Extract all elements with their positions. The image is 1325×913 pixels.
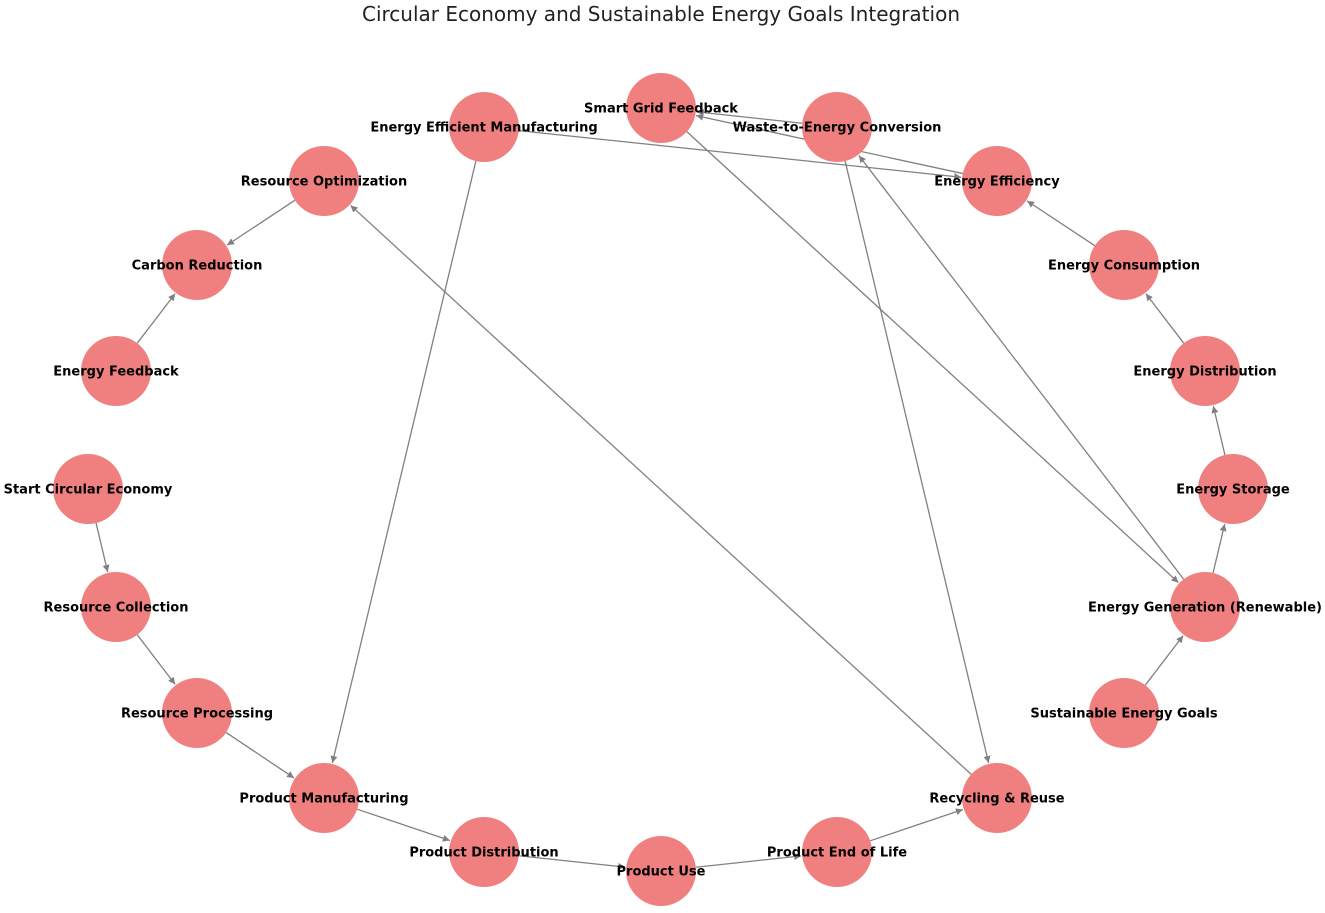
node-energy-efficiency[interactable] xyxy=(962,146,1032,216)
node-resource-collection[interactable] xyxy=(81,572,151,642)
edge-energy-generation-renewable-to-waste-to-energy-conversion xyxy=(858,155,1185,580)
node-smart-grid-feedback[interactable] xyxy=(626,73,696,143)
node-carbon-reduction[interactable] xyxy=(162,230,232,300)
node-label-carbon-reduction: Carbon Reduction xyxy=(132,259,263,274)
node-resource-optimization[interactable] xyxy=(289,146,359,216)
edge-waste-to-energy-conversion-to-smart-grid-feedback xyxy=(696,109,803,124)
edge-product-end-of-life-to-recycling-reuse xyxy=(869,808,964,842)
node-label-product-distribution: Product Distribution xyxy=(409,846,558,861)
node-label-resource-collection: Resource Collection xyxy=(44,601,189,616)
node-energy-feedback[interactable] xyxy=(81,336,151,406)
node-energy-generation-renewable[interactable] xyxy=(1170,572,1240,642)
node-label-energy-generation-renewable: Energy Generation (Renewable) xyxy=(1088,601,1322,616)
edge-resource-collection-to-resource-processing xyxy=(136,634,176,685)
node-energy-consumption[interactable] xyxy=(1089,230,1159,300)
edge-energy-storage-to-energy-distribution xyxy=(1211,405,1226,456)
node-label-energy-feedback: Energy Feedback xyxy=(53,365,179,380)
node-start-circular-economy[interactable] xyxy=(53,454,123,524)
edge-energy-distribution-to-energy-consumption xyxy=(1145,293,1185,344)
node-label-resource-optimization: Resource Optimization xyxy=(241,175,407,190)
edge-resource-processing-to-product-manufacturing xyxy=(225,731,295,779)
node-label-product-use: Product Use xyxy=(617,865,706,880)
edge-energy-generation-renewable-to-energy-storage xyxy=(1212,523,1227,574)
edge-resource-optimization-to-carbon-reduction xyxy=(226,199,296,246)
node-energy-efficient-manufacturing[interactable] xyxy=(449,92,519,162)
edge-energy-consumption-to-energy-efficiency xyxy=(1026,200,1096,247)
edge-product-manufacturing-to-product-distribution xyxy=(356,808,451,842)
node-recycling-reuse[interactable] xyxy=(962,763,1032,833)
node-label-energy-consumption: Energy Consumption xyxy=(1048,259,1200,274)
diagram-title: Circular Economy and Sustainable Energy … xyxy=(362,2,960,26)
edge-recycling-reuse-to-resource-optimization xyxy=(350,204,972,775)
edge-start-circular-economy-to-resource-collection xyxy=(95,522,110,573)
node-product-manufacturing[interactable] xyxy=(289,763,359,833)
node-label-start-circular-economy: Start Circular Economy xyxy=(4,483,173,498)
node-label-product-manufacturing: Product Manufacturing xyxy=(239,792,408,807)
edge-energy-efficient-manufacturing-to-product-manufacturing xyxy=(330,160,477,764)
node-label-energy-distribution: Energy Distribution xyxy=(1133,365,1276,380)
node-label-recycling-reuse: Recycling & Reuse xyxy=(929,792,1064,807)
edges-layer xyxy=(95,109,1227,870)
node-label-sustainable-energy-goals: Sustainable Energy Goals xyxy=(1030,707,1217,722)
edge-energy-efficient-manufacturing-to-energy-efficiency xyxy=(518,130,962,180)
edge-product-distribution-to-product-use xyxy=(518,855,626,870)
node-product-use[interactable] xyxy=(626,836,696,906)
node-waste-to-energy-conversion[interactable] xyxy=(802,92,872,162)
node-label-energy-efficiency: Energy Efficiency xyxy=(934,175,1060,190)
edge-sustainable-energy-goals-to-energy-generation-renewable xyxy=(1144,635,1184,686)
edge-waste-to-energy-conversion-to-recycling-reuse xyxy=(844,160,991,764)
edge-energy-feedback-to-carbon-reduction xyxy=(136,293,176,344)
node-label-energy-storage: Energy Storage xyxy=(1176,483,1290,498)
edge-product-use-to-product-end-of-life xyxy=(695,853,802,868)
node-energy-storage[interactable] xyxy=(1198,454,1268,524)
node-sustainable-energy-goals[interactable] xyxy=(1089,678,1159,748)
node-label-resource-processing: Resource Processing xyxy=(121,707,273,722)
node-product-distribution[interactable] xyxy=(449,817,519,887)
node-label-smart-grid-feedback: Smart Grid Feedback xyxy=(584,102,738,117)
node-label-waste-to-energy-conversion: Waste-to-Energy Conversion xyxy=(733,121,942,136)
edge-smart-grid-feedback-to-energy-generation-renewable xyxy=(686,131,1179,584)
node-product-end-of-life[interactable] xyxy=(802,817,872,887)
node-label-energy-efficient-manufacturing: Energy Efficient Manufacturing xyxy=(370,121,597,136)
node-energy-distribution[interactable] xyxy=(1170,336,1240,406)
nodes-layer xyxy=(53,73,1268,906)
node-resource-processing[interactable] xyxy=(162,678,232,748)
node-label-product-end-of-life: Product End of Life xyxy=(767,846,907,861)
